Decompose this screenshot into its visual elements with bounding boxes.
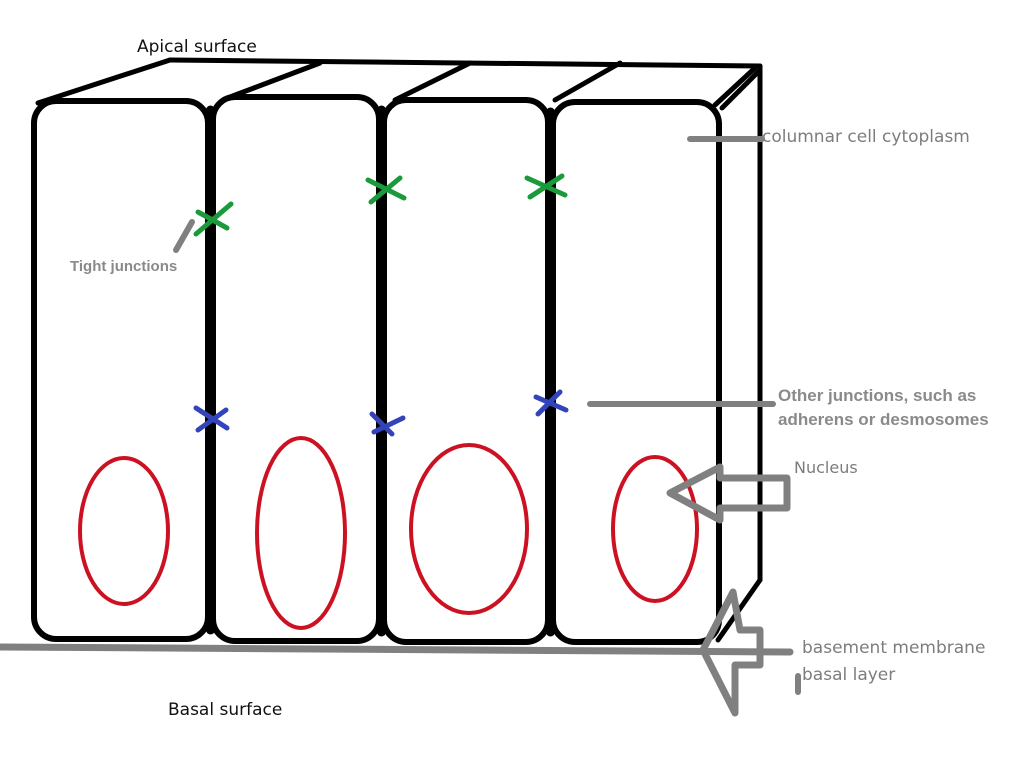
cell-2 — [210, 94, 382, 644]
tight-junction-1 — [193, 201, 234, 237]
tight-junction-marks — [193, 173, 568, 237]
basement-arrow-icon — [699, 588, 764, 717]
columnar-cells — [31, 94, 722, 645]
tight-junction-2 — [365, 175, 407, 205]
basal-surface-label: Basal surface — [168, 700, 283, 720]
nucleus-arrow-icon — [666, 463, 791, 524]
nucleus-label: Nucleus — [794, 458, 858, 477]
cytoplasm-label: columnar cell cytoplasm — [762, 127, 970, 147]
lateral-membranes — [206, 105, 555, 637]
other-junctions-label: Other junctions, such as adherens or des… — [778, 384, 989, 432]
nucleus-2 — [255, 436, 347, 630]
apical-surface-label: Apical surface — [137, 37, 257, 57]
nucleus-1 — [78, 456, 170, 606]
basal-layer-label: basal layer — [802, 665, 896, 685]
other-junction-1 — [193, 405, 230, 433]
tight-junctions-label: Tight junctions — [70, 258, 178, 275]
cell-1 — [31, 98, 211, 642]
other-junction-2 — [369, 411, 406, 437]
other-junction-3 — [533, 389, 569, 417]
other-junction-marks — [193, 389, 569, 437]
other-junctions-line-1: Other junctions, such as — [778, 386, 977, 405]
nucleus-4 — [611, 455, 699, 603]
nucleus-3 — [409, 443, 529, 615]
nuclei — [78, 436, 699, 630]
basement-membrane-label: basement membrane — [802, 638, 986, 658]
basement-membrane-line — [0, 643, 794, 656]
side-face — [715, 63, 763, 643]
tight-junction-pointer — [173, 219, 195, 253]
pointer-lines — [173, 136, 801, 695]
tight-junction-3 — [524, 173, 568, 200]
apical-face — [35, 57, 763, 111]
other-junctions-line-2: adherens or desmosomes — [778, 410, 989, 429]
